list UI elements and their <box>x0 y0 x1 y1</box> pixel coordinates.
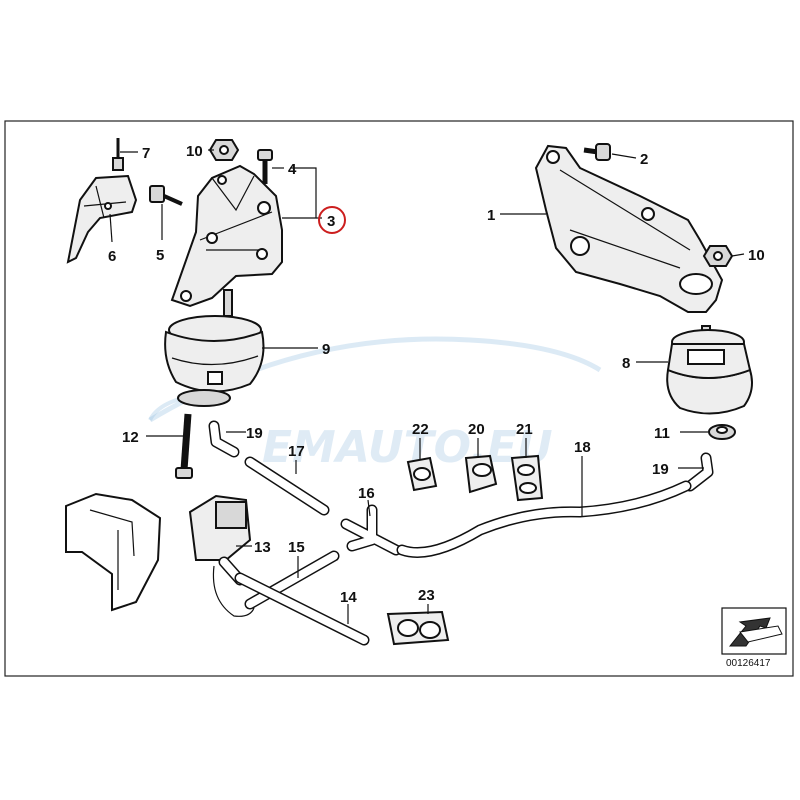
callout-13: 13 <box>254 539 271 556</box>
callout-23: 23 <box>418 587 435 604</box>
part-22-clip <box>406 456 438 492</box>
callout-12: 12 <box>122 429 139 446</box>
callout-8: 8 <box>622 355 630 372</box>
part-14-hose <box>234 572 370 646</box>
part-23-clip <box>386 610 450 646</box>
callout-7: 7 <box>142 145 150 162</box>
part-19-connector-right <box>684 452 714 492</box>
reference-number: 00126417 <box>726 658 771 669</box>
part-12-bolt <box>175 413 193 479</box>
part-4-bolt <box>257 149 273 184</box>
callout-14: 14 <box>340 589 357 606</box>
part-8-engine-mount <box>666 325 753 415</box>
callout-5: 5 <box>156 247 164 264</box>
part-9-engine-mount <box>164 289 265 407</box>
callouts: 7 10 4 3 6 5 9 1 2 10 8 11 12 19 19 17 1… <box>108 143 765 606</box>
callout-3-highlight-ring <box>318 206 346 234</box>
part-17-hose <box>244 456 330 516</box>
leader-lines <box>109 149 745 624</box>
callout-18: 18 <box>574 439 591 456</box>
part-10-nut-right <box>702 245 734 267</box>
callout-1: 1 <box>487 207 495 224</box>
callout-17: 17 <box>288 443 305 460</box>
part-18-hose <box>396 480 692 558</box>
callout-3: 3 <box>327 213 335 230</box>
callout-2: 2 <box>640 151 648 168</box>
part-3-bracket <box>170 164 283 308</box>
direction-indicator <box>721 607 787 655</box>
part-5-bolt <box>149 185 183 206</box>
callout-16: 16 <box>358 485 375 502</box>
part-21-clip <box>510 454 544 502</box>
part-2-bolt <box>583 143 611 161</box>
callout-15: 15 <box>288 539 305 556</box>
heat-shield-bracket <box>65 492 162 612</box>
part-1-support-arm <box>534 144 724 313</box>
callout-10-right: 10 <box>748 247 765 264</box>
part-16-t-connector <box>340 504 402 556</box>
callout-4: 4 <box>288 161 297 178</box>
part-19-connector-left <box>208 420 240 458</box>
callout-10-left: 10 <box>186 143 203 160</box>
part-20-clip <box>464 454 498 494</box>
callout-20: 20 <box>468 421 485 438</box>
callout-9: 9 <box>322 341 330 358</box>
watermark-text: EMAUTO.EU <box>262 422 553 473</box>
callout-11: 11 <box>654 425 670 442</box>
part-7-bolt <box>112 138 124 171</box>
part-11-washer <box>708 424 736 440</box>
callout-6: 6 <box>108 248 116 265</box>
part-6-bracket <box>66 174 138 264</box>
part-13-solenoid-valve <box>188 494 255 617</box>
part-10-nut-left <box>208 139 240 161</box>
callout-19-right: 19 <box>652 461 669 478</box>
callout-22: 22 <box>412 421 429 438</box>
callout-21: 21 <box>516 421 533 438</box>
callout-19-left: 19 <box>246 425 263 442</box>
